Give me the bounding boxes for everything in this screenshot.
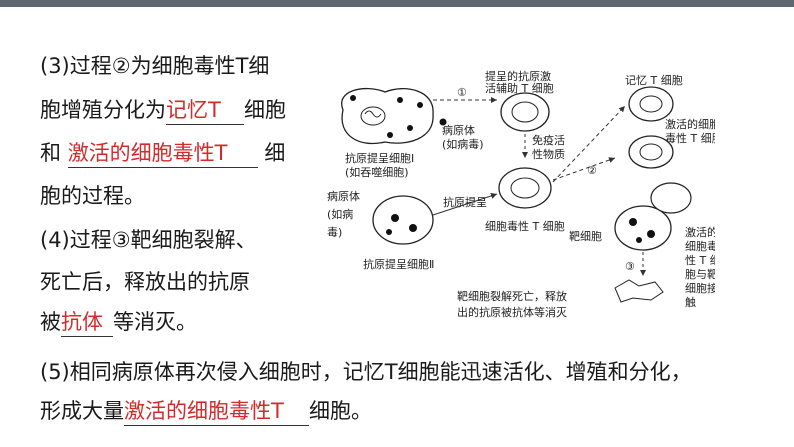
- svg-text:(如病毒): (如病毒): [442, 137, 484, 151]
- svg-text:②: ②: [587, 164, 597, 177]
- svg-text:细胞接: 细胞接: [685, 282, 715, 295]
- svg-text:触: 触: [685, 295, 696, 309]
- lysed-cell-fragments: [614, 279, 664, 303]
- pathogen-dot: [439, 118, 447, 126]
- q4-line3: 被抗体等消灭。: [40, 308, 197, 337]
- target-cell: [614, 205, 672, 251]
- svg-text:病原体: 病原体: [442, 123, 475, 137]
- svg-text:胞与靶: 胞与靶: [685, 268, 715, 281]
- answer-activated-ctc: 激活的细胞毒性T: [67, 141, 228, 165]
- apc-nucleus-1: [360, 106, 386, 126]
- answer-blank: 记忆T: [166, 96, 244, 125]
- svg-text:抗原提呈细胞Ⅰ: 抗原提呈细胞Ⅰ: [345, 151, 414, 165]
- answer-blank: 抗体: [61, 308, 113, 337]
- svg-text:免疫活: 免疫活: [532, 133, 565, 147]
- header-bar: [0, 0, 794, 7]
- answer-blank: 激活的细胞毒性T: [124, 397, 309, 426]
- svg-text:细胞毒: 细胞毒: [685, 240, 715, 253]
- svg-text:提呈的抗原激: 提呈的抗原激: [485, 70, 551, 83]
- svg-text:①: ①: [457, 86, 467, 99]
- svg-text:激活的细胞: 激活的细胞: [665, 117, 715, 131]
- answer-blank: 激活的细胞毒性T: [67, 139, 258, 168]
- answer-memory-t: 记忆T: [166, 98, 221, 122]
- svg-text:毒性 T 细胞: 毒性 T 细胞: [665, 131, 715, 145]
- svg-text:抗原提呈细胞Ⅱ: 抗原提呈细胞Ⅱ: [363, 257, 434, 271]
- svg-text:抗原提呈: 抗原提呈: [443, 195, 487, 209]
- svg-text:毒): 毒): [327, 226, 342, 239]
- svg-text:活辅助 T 细胞: 活辅助 T 细胞: [485, 81, 554, 95]
- svg-text:(如病: (如病: [327, 207, 353, 221]
- q4-line2: 死亡后，释放出的抗原: [40, 270, 250, 294]
- q5-line1: (5)相同病原体再次侵入细胞时，记忆T细胞能迅速活化、增殖和分化，: [40, 360, 692, 384]
- svg-text:靶细胞裂解死亡，释放: 靶细胞裂解死亡，释放: [457, 289, 567, 303]
- apc-cell-2: [372, 195, 434, 245]
- q4-line1: (4)过程③靶细胞裂解、: [40, 228, 257, 252]
- svg-text:靶细胞: 靶细胞: [569, 230, 602, 243]
- svg-text:性 T 细: 性 T 细: [685, 253, 715, 267]
- svg-text:(如吞噬细胞): (如吞噬细胞): [345, 165, 409, 179]
- q3-line3: 和 激活的细胞毒性T 细: [40, 139, 285, 168]
- answer-activated-ctc-2: 激活的细胞毒性T: [124, 399, 284, 423]
- svg-text:出的抗原被抗体等消灭: 出的抗原被抗体等消灭: [457, 305, 567, 319]
- svg-text:激活的: 激活的: [685, 225, 715, 239]
- svg-text:记忆 T 细胞: 记忆 T 细胞: [625, 74, 683, 87]
- svg-text:细胞毒性 T 细胞: 细胞毒性 T 细胞: [485, 219, 565, 233]
- immune-diagram: 病原体 (如病毒) 抗原提呈细胞Ⅰ (如吞噬细胞) ① 提呈的抗原激 活辅助 T…: [327, 70, 715, 319]
- svg-text:③: ③: [625, 260, 635, 273]
- contact-ctc: [650, 182, 692, 214]
- q3-line1: (3)过程②为细胞毒性T细: [40, 54, 270, 78]
- svg-text:性物质: 性物质: [532, 147, 565, 161]
- q3-line4: 胞的过程。: [40, 184, 145, 208]
- answer-antibody: 抗体: [61, 310, 103, 334]
- svg-text:病原体: 病原体: [327, 189, 360, 203]
